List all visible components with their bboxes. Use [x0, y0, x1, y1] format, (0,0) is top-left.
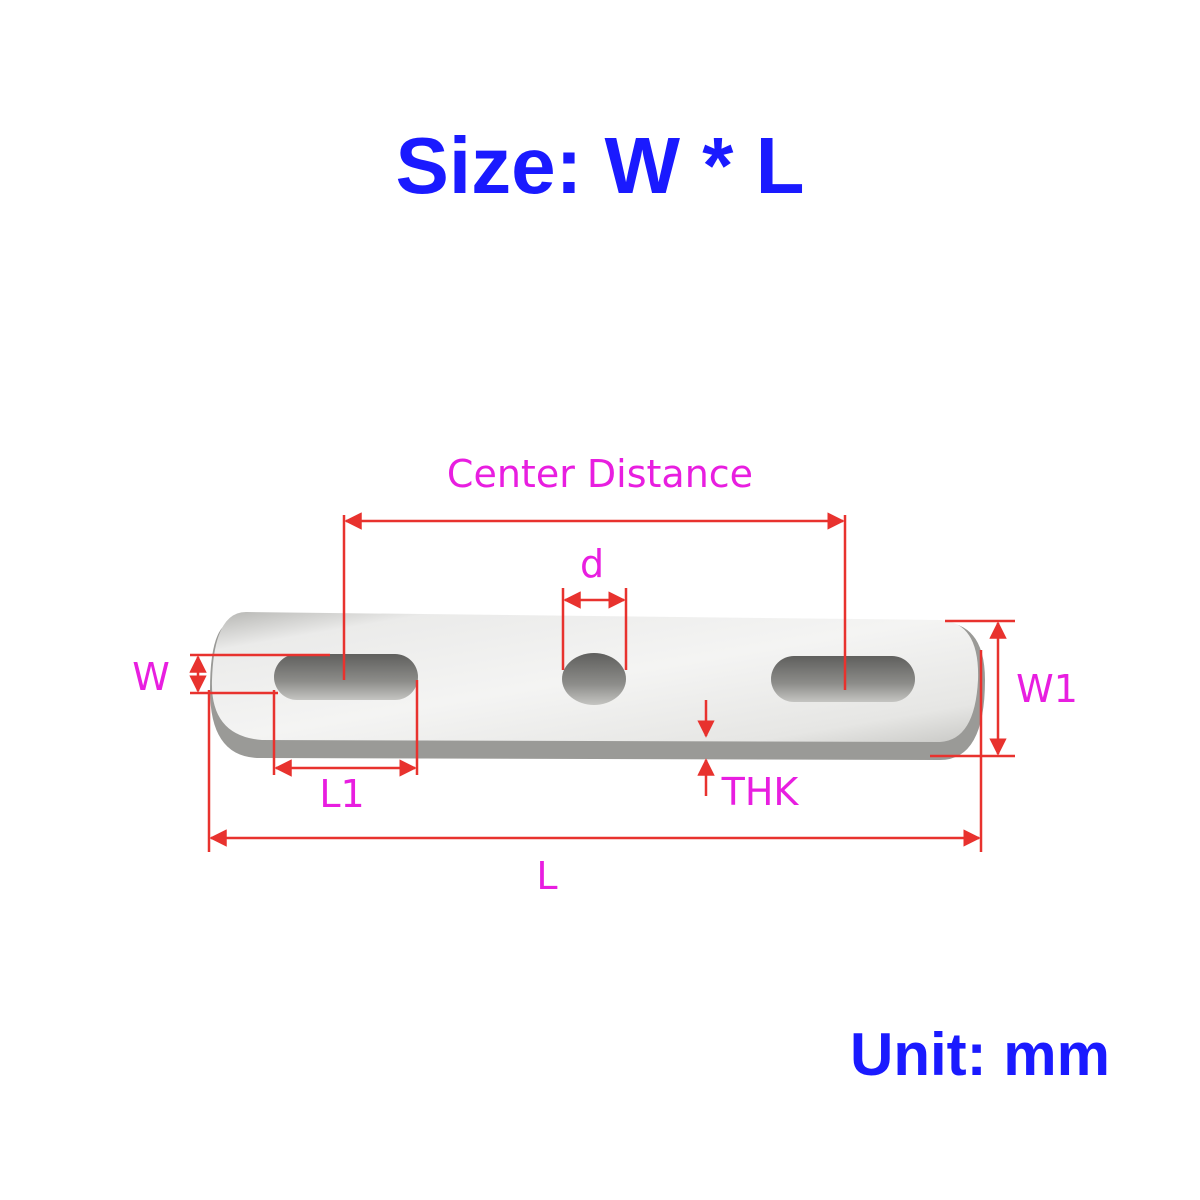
label-thk: THK: [721, 770, 800, 814]
label-d: d: [580, 542, 604, 586]
stainless-plate: [210, 612, 985, 760]
center-hole: [562, 653, 626, 705]
label-w: W: [132, 655, 170, 699]
right-slot: [771, 656, 915, 702]
dimension-lines: [189, 512, 1015, 852]
dimension-labels: Center Distance d W W1 L1 THK L: [132, 452, 1078, 898]
label-l1: L1: [319, 772, 364, 816]
size-title: Size: W * L: [395, 121, 805, 210]
left-slot: [274, 654, 418, 700]
label-w1: W1: [1016, 667, 1078, 711]
unit-note: Unit: mm: [850, 1021, 1110, 1088]
label-l: L: [536, 854, 557, 898]
label-center-distance: Center Distance: [447, 452, 753, 496]
